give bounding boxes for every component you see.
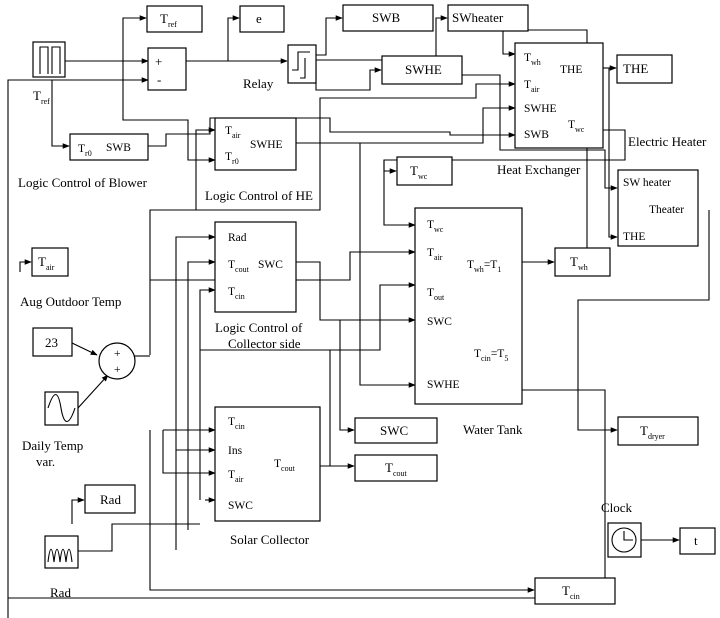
daily-temp-caption-1: Daily Temp (22, 438, 83, 453)
svg-text:Tair: Tair (524, 79, 540, 94)
svg-text:Tref: Tref (160, 11, 177, 29)
twc-output-block[interactable]: Twc (396, 156, 453, 186)
temperature-sum-block[interactable]: + + (98, 342, 136, 380)
water-tank-block[interactable]: Twc Tair Tout SWC SWHE Twh=T1 Tcin=T5 (414, 207, 523, 405)
svg-text:Tcout: Tcout (228, 259, 250, 274)
collector-logic-block[interactable]: Rad Tcout Tcin SWC (214, 221, 297, 313)
constant-block[interactable]: 23 (32, 327, 73, 357)
he-logic-block[interactable]: Tair Tr0 SWHE (214, 117, 297, 171)
svg-text:Tair: Tair (228, 469, 244, 484)
svg-text:Ins: Ins (228, 445, 243, 457)
blower-caption: Logic Control of Blower (18, 175, 148, 190)
tcout-output-block[interactable]: Tcout (354, 454, 438, 482)
svg-text:Tcout: Tcout (385, 460, 408, 478)
svg-text:Twh: Twh (524, 52, 541, 67)
tcin-output-block[interactable]: Tcin (534, 577, 616, 605)
he-logic-caption: Logic Control of HE (205, 188, 313, 203)
solar-collector-block[interactable]: Tcin Ins Tair SWC Tcout (214, 406, 321, 522)
svg-text:Tair: Tair (427, 247, 443, 262)
svg-text:SWC: SWC (258, 259, 283, 271)
the-output-block[interactable]: THE (616, 54, 673, 84)
twh-output-block[interactable]: Twh (554, 247, 611, 277)
svg-text:THE: THE (623, 61, 648, 76)
svg-text:Tair: Tair (225, 125, 241, 140)
svg-text:SWheater: SWheater (452, 10, 504, 25)
svg-text:Twc: Twc (568, 119, 585, 134)
electric-heater-caption: Electric Heater (628, 134, 707, 149)
svg-text:Rad: Rad (228, 232, 247, 244)
svg-text:SWHE: SWHE (405, 62, 442, 77)
svg-text:SWC: SWC (380, 423, 408, 438)
swheater-output-block[interactable]: SWheater (447, 4, 529, 32)
heat-exchanger-block[interactable]: Twh Tair SWHE SWB THE Twc (514, 42, 604, 149)
collector-logic-caption-1: Logic Control of (215, 320, 303, 335)
blower-logic-block[interactable]: Tr0 SWB (69, 133, 149, 161)
svg-text:t: t (694, 533, 698, 548)
svg-text:SWHE: SWHE (427, 379, 460, 391)
svg-text:Tair: Tair (38, 254, 55, 272)
collector-logic-caption-2: Collector side (228, 336, 301, 351)
svg-text:Twc: Twc (427, 219, 444, 234)
svg-text:Theater: Theater (649, 204, 684, 216)
sine-wave-block[interactable] (44, 391, 79, 426)
error-sum-block[interactable]: + - (147, 47, 187, 91)
water-tank-caption: Water Tank (463, 422, 523, 437)
svg-text:Twh: Twh (570, 254, 588, 272)
svg-text:SWHE: SWHE (250, 139, 283, 151)
svg-text:Rad: Rad (100, 492, 121, 507)
svg-text:23: 23 (45, 335, 58, 350)
svg-text:Twh=T1: Twh=T1 (467, 259, 501, 274)
signal-lines (7, 15, 710, 618)
svg-text:Tcout: Tcout (274, 458, 296, 473)
svg-text:Tcin: Tcin (228, 416, 245, 431)
svg-text:Tdryer: Tdryer (640, 423, 665, 441)
swb-output-block[interactable]: SWB (342, 4, 434, 32)
step-source-block[interactable] (32, 41, 66, 78)
svg-text:Tcin=T5: Tcin=T5 (474, 348, 508, 363)
clock-block[interactable] (607, 522, 642, 558)
svg-text:+: + (114, 364, 121, 376)
rad-output-block[interactable]: Rad (84, 484, 136, 514)
tref-label-left: Tref (33, 88, 50, 106)
svg-text:SWHE: SWHE (524, 103, 557, 115)
time-output-block[interactable]: t (679, 527, 716, 555)
svg-text:SWB: SWB (106, 142, 131, 154)
daily-temp-caption-2: var. (36, 454, 55, 469)
svg-text:SWC: SWC (427, 316, 452, 328)
error-output-block[interactable]: e (239, 5, 285, 33)
tref-output-block[interactable]: Tref (146, 5, 203, 33)
svg-text:-: - (157, 72, 161, 87)
svg-text:+: + (114, 348, 121, 360)
radiation-source-block[interactable] (44, 535, 79, 569)
svg-text:Twc: Twc (410, 163, 428, 181)
svg-text:SWB: SWB (372, 10, 401, 25)
clock-caption: Clock (601, 500, 633, 515)
tdryer-output-block[interactable]: Tdryer (617, 416, 699, 446)
svg-text:Tr0: Tr0 (225, 151, 239, 166)
tair-output-block[interactable]: Tair (31, 247, 69, 277)
heat-exchanger-caption: Heat Exchanger (497, 162, 581, 177)
relay-caption: Relay (243, 76, 274, 91)
svg-text:Tcin: Tcin (562, 583, 580, 601)
svg-text:+: + (155, 54, 162, 69)
svg-text:THE: THE (560, 64, 582, 76)
electric-heater-block[interactable]: SW heater Theater THE (617, 169, 699, 247)
outdoor-temp-caption: Aug Outdoor Temp (20, 294, 121, 309)
swhe-output-block[interactable]: SWHE (381, 55, 463, 85)
svg-text:THE: THE (623, 231, 645, 243)
solar-collector-caption: Solar Collector (230, 532, 310, 547)
svg-text:SW heater: SW heater (623, 177, 671, 189)
relay-block[interactable] (287, 44, 317, 84)
svg-text:SWB: SWB (524, 129, 549, 141)
svg-text:SWC: SWC (228, 500, 253, 512)
svg-text:Tr0: Tr0 (78, 143, 92, 158)
svg-text:e: e (256, 11, 262, 26)
swc-output-block[interactable]: SWC (354, 417, 438, 444)
svg-text:Tout: Tout (427, 287, 445, 302)
rad-source-caption: Rad (50, 585, 71, 600)
svg-text:Tcin: Tcin (228, 286, 245, 301)
svg-text:Tref: Tref (33, 88, 50, 106)
